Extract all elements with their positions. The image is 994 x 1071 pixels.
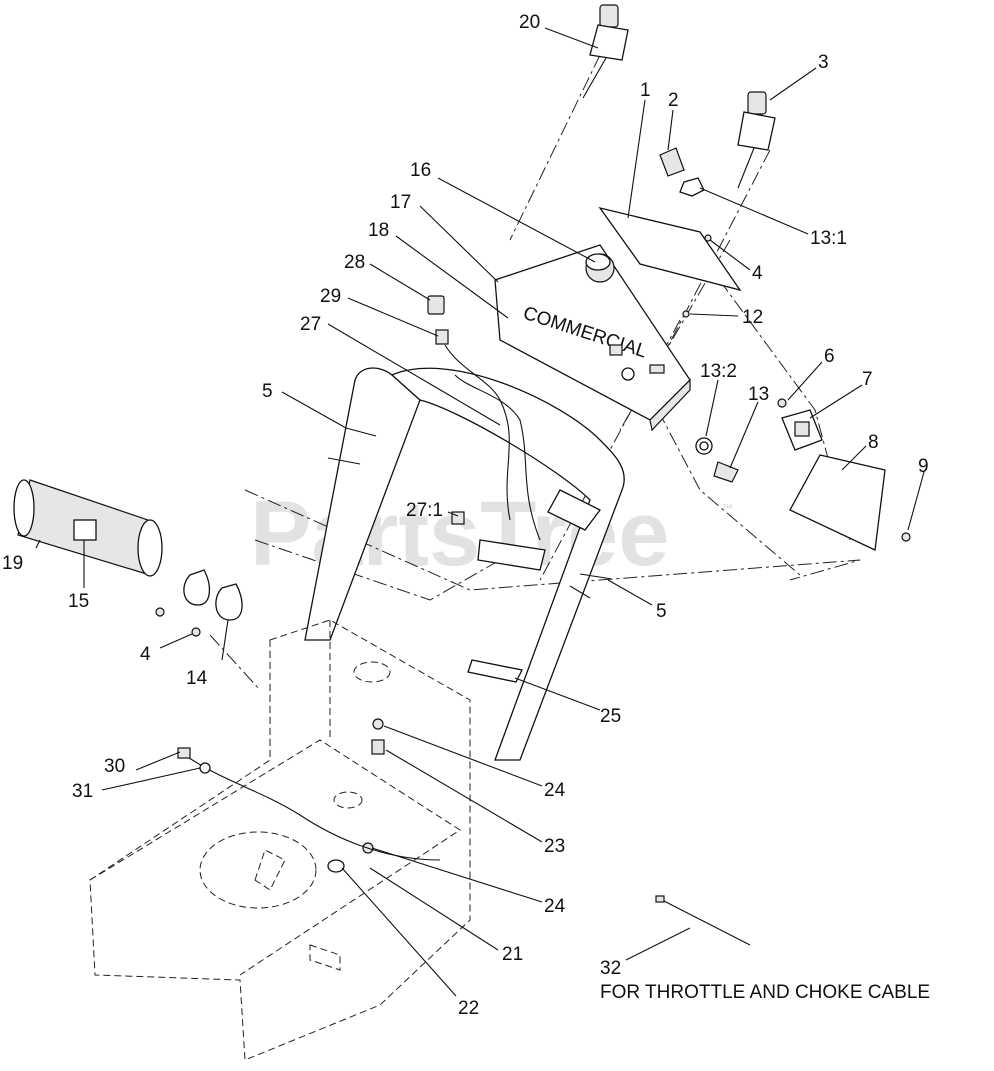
callout-1: 1 <box>640 80 651 101</box>
choke-control <box>737 91 776 189</box>
callout-24-lower: 24 <box>544 896 566 917</box>
callout-5-left: 5 <box>262 381 273 402</box>
frame-housing <box>89 619 471 1061</box>
callout-18: 18 <box>368 220 389 241</box>
callout-19: 19 <box>2 553 23 574</box>
key-switch <box>659 147 705 197</box>
decal <box>598 206 742 292</box>
wiring-harness <box>427 295 541 541</box>
choke-knob <box>585 253 615 283</box>
callout-30: 30 <box>104 756 125 777</box>
callout-29: 29 <box>320 286 341 307</box>
callout-13: 13 <box>748 384 769 405</box>
screws <box>327 234 712 599</box>
assembly-guide-lines <box>209 54 861 691</box>
callout-12: 12 <box>742 307 763 328</box>
callout-16: 16 <box>410 160 431 181</box>
watermark-trademark: ™ <box>722 503 733 515</box>
cable-note: FOR THROTTLE AND CHOKE CABLE <box>600 982 930 1003</box>
callout-13-2: 13:2 <box>700 361 737 382</box>
callout-24-upper: 24 <box>544 780 566 801</box>
callout-25: 25 <box>600 706 621 727</box>
callout-17: 17 <box>390 192 411 213</box>
callout-22: 22 <box>458 998 479 1019</box>
clamps <box>155 569 243 637</box>
callout-2: 2 <box>668 90 679 111</box>
callout-21: 21 <box>502 944 523 965</box>
ignition-components <box>695 398 911 551</box>
callout-5-right: 5 <box>656 601 667 622</box>
callout-15: 15 <box>68 591 89 612</box>
cables <box>177 747 751 946</box>
callout-8: 8 <box>868 432 879 453</box>
callout-20: 20 <box>519 12 540 33</box>
callout-27-1: 27:1 <box>406 500 443 521</box>
callout-23: 23 <box>544 836 565 857</box>
leader-lines <box>35 27 925 997</box>
callout-27: 27 <box>300 314 321 335</box>
callout-14: 14 <box>186 668 208 689</box>
callout-31: 31 <box>72 781 93 802</box>
handle-grip <box>13 479 163 577</box>
control-panel: COMMERCIAL <box>494 244 691 432</box>
callout-32: 32 <box>600 958 621 979</box>
handle-assembly <box>304 367 625 761</box>
callout-4-top: 4 <box>752 263 763 284</box>
throttle-control <box>582 4 629 99</box>
callout-13-1: 13:1 <box>810 228 847 249</box>
callout-9: 9 <box>918 456 929 477</box>
callout-4-left: 4 <box>140 644 151 665</box>
callouts: 20 1 2 3 13:1 4 12 16 17 18 28 29 27 5 6… <box>2 12 929 1019</box>
callout-6: 6 <box>824 346 835 367</box>
callout-28: 28 <box>344 252 365 273</box>
cable-guide <box>467 659 523 683</box>
callout-3: 3 <box>818 52 829 73</box>
callout-7: 7 <box>862 369 873 390</box>
